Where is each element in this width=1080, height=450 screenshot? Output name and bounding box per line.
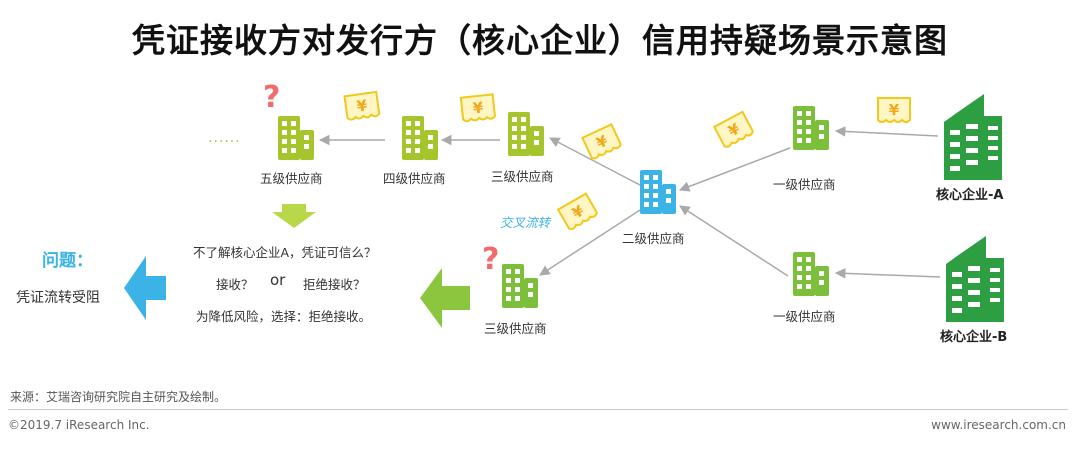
copyright: ©2019.7 iResearch Inc.	[8, 418, 150, 432]
ellipsis-text: ......	[208, 130, 241, 146]
tier4-building-icon	[402, 116, 438, 160]
node-label-tier2: 二级供应商	[622, 231, 685, 246]
dilemma-accept: 接收？	[216, 277, 254, 292]
tier1-bottom-building-icon	[793, 252, 829, 296]
problem-text: 凭证流转受阻	[16, 290, 100, 306]
node-label-tier5: 五级供应商	[260, 171, 323, 186]
voucher-icon	[459, 93, 497, 123]
down-arrow-icon	[272, 204, 316, 228]
voucher-icon	[713, 110, 755, 150]
problem-title: 问题：	[42, 251, 93, 271]
tier5-building-icon	[278, 116, 314, 160]
question-mark-icon: ?	[263, 80, 281, 115]
node-label-tier3-top: 三级供应商	[491, 169, 554, 184]
dilemma-question: 不了解核心企业A，凭证可信么？	[193, 245, 377, 260]
dilemma-or: or	[270, 271, 286, 289]
source-note: 来源：艾瑞咨询研究院自主研究及绘制。	[10, 390, 227, 404]
page-title: 凭证接收方对发行方（核心企业）信用持疑场景示意图	[132, 21, 948, 60]
arrow-tier2-to-tier3-bottom	[539, 209, 641, 276]
tier2-building-icon	[640, 170, 676, 214]
arrow-tier2-to-tier3-top	[549, 137, 641, 186]
node-label-tier4: 四级供应商	[383, 171, 446, 186]
question-mark-icon: ?	[482, 242, 500, 277]
website-link[interactable]: www.iresearch.com.cn	[931, 418, 1066, 432]
voucher-icon	[581, 123, 623, 161]
flow-arrows	[318, 126, 941, 279]
core-a-building-icon	[944, 94, 1002, 180]
tier3-bottom-building-icon	[502, 264, 538, 308]
tier1-top-building-icon	[793, 106, 829, 150]
node-label-tier1-top: 一级供应商	[773, 177, 836, 192]
footer-divider	[8, 409, 1068, 410]
node-label-core-a: 核心企业-A	[936, 188, 1004, 203]
node-label-tier1-bottom: 一级供应商	[773, 309, 836, 324]
arrow-tier1-top-to-tier2	[679, 147, 791, 192]
voucher-icon	[877, 97, 911, 123]
arrow-tier1-bottom-to-tier2	[679, 205, 789, 277]
node-label-tier3-bottom: 三级供应商	[484, 321, 547, 336]
tier3-top-building-icon	[508, 112, 544, 156]
dilemma-reject: 拒绝接收？	[303, 277, 366, 292]
node-label-core-b: 核心企业-B	[940, 330, 1008, 345]
core-b-building-icon	[946, 236, 1004, 322]
voucher-icon	[557, 192, 599, 232]
left-arrow-blue-icon	[124, 256, 166, 320]
cross-flow-label: 交叉流转	[500, 215, 551, 230]
arrow-core-b-to-tier1-bottom	[834, 268, 941, 279]
left-arrow-green-icon	[420, 268, 470, 328]
arrow-core-a-to-tier1-top	[834, 126, 939, 137]
dilemma-decision: 为降低风险，选择：拒绝接收。	[196, 309, 372, 324]
voucher-icon	[343, 90, 381, 122]
